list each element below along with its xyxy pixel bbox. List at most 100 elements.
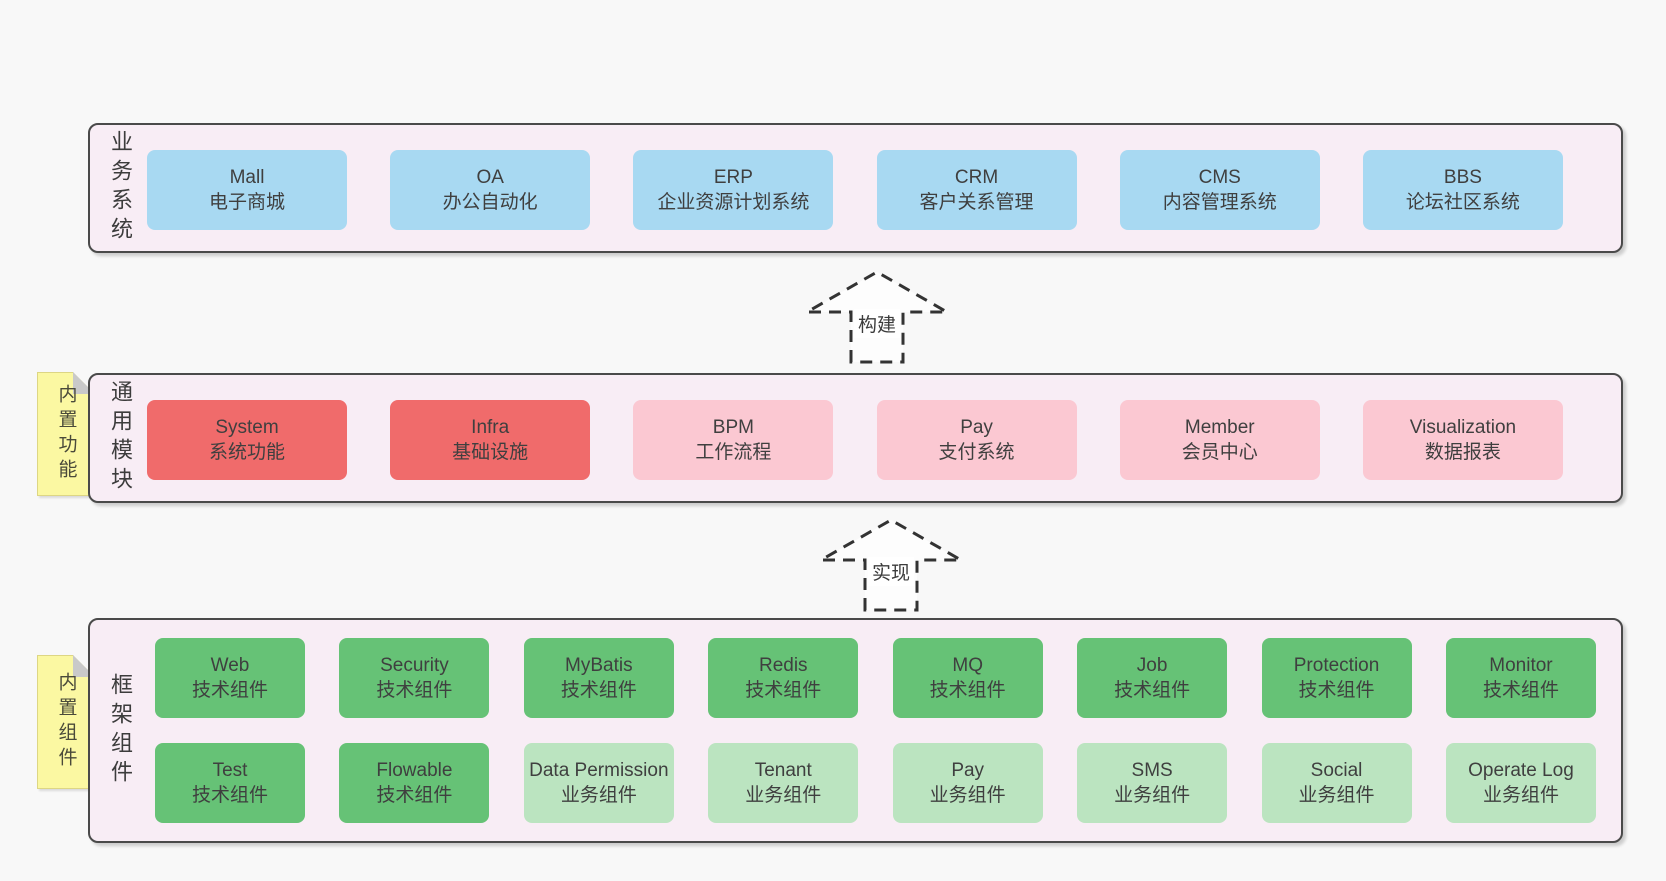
box-title: CRM xyxy=(954,167,999,188)
arrow-label: 构建 xyxy=(853,309,901,338)
box-mq: MQ 技术组件 xyxy=(892,638,1043,718)
box-title: Security xyxy=(380,655,449,676)
box-subtitle: 工作流程 xyxy=(695,442,772,463)
box-title: Tenant xyxy=(754,760,812,781)
box-subtitle: 业务组件 xyxy=(1114,785,1191,806)
box-visualization: Visualization 数据报表 xyxy=(1362,400,1563,480)
band-business-systems: 业务系统 Mall 电子商城 OA 办公自动化 ERP 企业资源计划系统 CRM… xyxy=(88,123,1623,253)
box-title: Test xyxy=(212,760,248,781)
band-label: 业务系统 xyxy=(108,130,133,246)
box-redis: Redis 技术组件 xyxy=(708,638,859,718)
box-subtitle: 支付系统 xyxy=(938,442,1015,463)
box-title: Pay xyxy=(951,760,985,781)
box-title: Member xyxy=(1184,417,1255,438)
box-system: System 系统功能 xyxy=(147,400,347,480)
box-subtitle: 技术组件 xyxy=(191,680,268,701)
box-data-permission: Data Permission 业务组件 xyxy=(523,743,674,823)
box-subtitle: 客户关系管理 xyxy=(919,192,1034,213)
box-crm: CRM 客户关系管理 xyxy=(876,150,1077,230)
box-subtitle: 系统功能 xyxy=(208,442,285,463)
box-title: OA xyxy=(476,167,504,188)
box-title: Social xyxy=(1310,760,1363,781)
box-title: BBS xyxy=(1443,167,1482,188)
box-tenant: Tenant 业务组件 xyxy=(708,743,859,823)
arrow-label: 实现 xyxy=(867,557,915,586)
box-bbs: BBS 论坛社区系统 xyxy=(1362,150,1563,230)
box-operate-log: Operate Log 业务组件 xyxy=(1445,743,1596,823)
box-subtitle: 电子商城 xyxy=(208,192,285,213)
box-title: Pay xyxy=(960,417,993,438)
box-title: MQ xyxy=(952,655,983,676)
band-label: 通用模块 xyxy=(108,380,133,496)
band-framework-components: 框架组件 Web 技术组件 Security 技术组件 MyBatis 技术组件… xyxy=(88,618,1623,843)
box-subtitle: 技术组件 xyxy=(1482,680,1559,701)
box-subtitle: 论坛社区系统 xyxy=(1405,192,1520,213)
box-title: CMS xyxy=(1198,167,1241,188)
box-subtitle: 技术组件 xyxy=(1114,680,1191,701)
box-pay-component: Pay 业务组件 xyxy=(892,743,1043,823)
box-subtitle: 技术组件 xyxy=(560,680,637,701)
box-title: Mall xyxy=(229,167,265,188)
framework-components-row-1: Web 技术组件 Security 技术组件 MyBatis 技术组件 Redi… xyxy=(155,638,1596,718)
box-test: Test 技术组件 xyxy=(155,743,305,823)
box-bpm: BPM 工作流程 xyxy=(633,400,834,480)
band-common-modules: 通用模块 System 系统功能 Infra 基础设施 BPM 工作流程 Pay… xyxy=(88,373,1623,503)
sticky-note-built-in-features: 内置功能 xyxy=(37,372,95,496)
box-subtitle: 业务组件 xyxy=(560,785,637,806)
box-job: Job 技术组件 xyxy=(1077,638,1228,718)
box-subtitle: 业务组件 xyxy=(1298,785,1375,806)
box-title: System xyxy=(215,417,279,438)
box-title: Protection xyxy=(1293,655,1380,676)
box-subtitle: 数据报表 xyxy=(1424,442,1501,463)
box-title: Operate Log xyxy=(1468,760,1574,781)
box-subtitle: 基础设施 xyxy=(452,442,529,463)
box-protection: Protection 技术组件 xyxy=(1261,638,1412,718)
band-label: 框架组件 xyxy=(108,672,133,789)
box-monitor: Monitor 技术组件 xyxy=(1445,638,1596,718)
box-title: Data Permission xyxy=(529,760,669,781)
box-mybatis: MyBatis 技术组件 xyxy=(523,638,674,718)
box-title: SMS xyxy=(1131,760,1173,781)
box-pay-module: Pay 支付系统 xyxy=(876,400,1077,480)
framework-components-row-2: Test 技术组件 Flowable 技术组件 Data Permission … xyxy=(155,743,1596,823)
box-infra: Infra 基础设施 xyxy=(390,400,591,480)
arrow-implement: 实现 xyxy=(809,513,973,613)
box-title: Visualization xyxy=(1409,417,1517,438)
box-title: Infra xyxy=(471,417,510,438)
box-erp: ERP 企业资源计划系统 xyxy=(633,150,834,230)
note-label: 内置功能 xyxy=(55,384,77,484)
box-social: Social 业务组件 xyxy=(1261,743,1412,823)
box-subtitle: 业务组件 xyxy=(745,785,822,806)
box-subtitle: 技术组件 xyxy=(929,680,1006,701)
box-member: Member 会员中心 xyxy=(1119,400,1320,480)
box-title: Job xyxy=(1136,655,1168,676)
common-modules-row: System 系统功能 Infra 基础设施 BPM 工作流程 Pay 支付系统… xyxy=(147,400,1563,480)
box-cms: CMS 内容管理系统 xyxy=(1119,150,1320,230)
box-subtitle: 技术组件 xyxy=(745,680,822,701)
box-sms: SMS 业务组件 xyxy=(1077,743,1228,823)
box-subtitle: 技术组件 xyxy=(1298,680,1375,701)
box-title: Redis xyxy=(758,655,808,676)
box-subtitle: 业务组件 xyxy=(1482,785,1559,806)
box-mall: Mall 电子商城 xyxy=(147,150,347,230)
box-security: Security 技术组件 xyxy=(339,638,490,718)
box-subtitle: 业务组件 xyxy=(929,785,1006,806)
box-title: BPM xyxy=(712,417,754,438)
note-label: 内置组件 xyxy=(55,672,77,772)
box-subtitle: 办公自动化 xyxy=(442,192,538,213)
box-web: Web 技术组件 xyxy=(155,638,305,718)
box-subtitle: 内容管理系统 xyxy=(1162,192,1277,213)
box-title: ERP xyxy=(713,167,753,188)
box-subtitle: 企业资源计划系统 xyxy=(657,192,810,213)
box-title: Web xyxy=(210,655,250,676)
business-systems-row: Mall 电子商城 OA 办公自动化 ERP 企业资源计划系统 CRM 客户关系… xyxy=(147,150,1563,230)
box-oa: OA 办公自动化 xyxy=(390,150,591,230)
box-subtitle: 技术组件 xyxy=(376,680,453,701)
box-subtitle: 技术组件 xyxy=(191,785,268,806)
box-title: Monitor xyxy=(1489,655,1553,676)
box-subtitle: 会员中心 xyxy=(1181,442,1258,463)
box-flowable: Flowable 技术组件 xyxy=(339,743,490,823)
box-subtitle: 技术组件 xyxy=(376,785,453,806)
box-title: Flowable xyxy=(376,760,453,781)
